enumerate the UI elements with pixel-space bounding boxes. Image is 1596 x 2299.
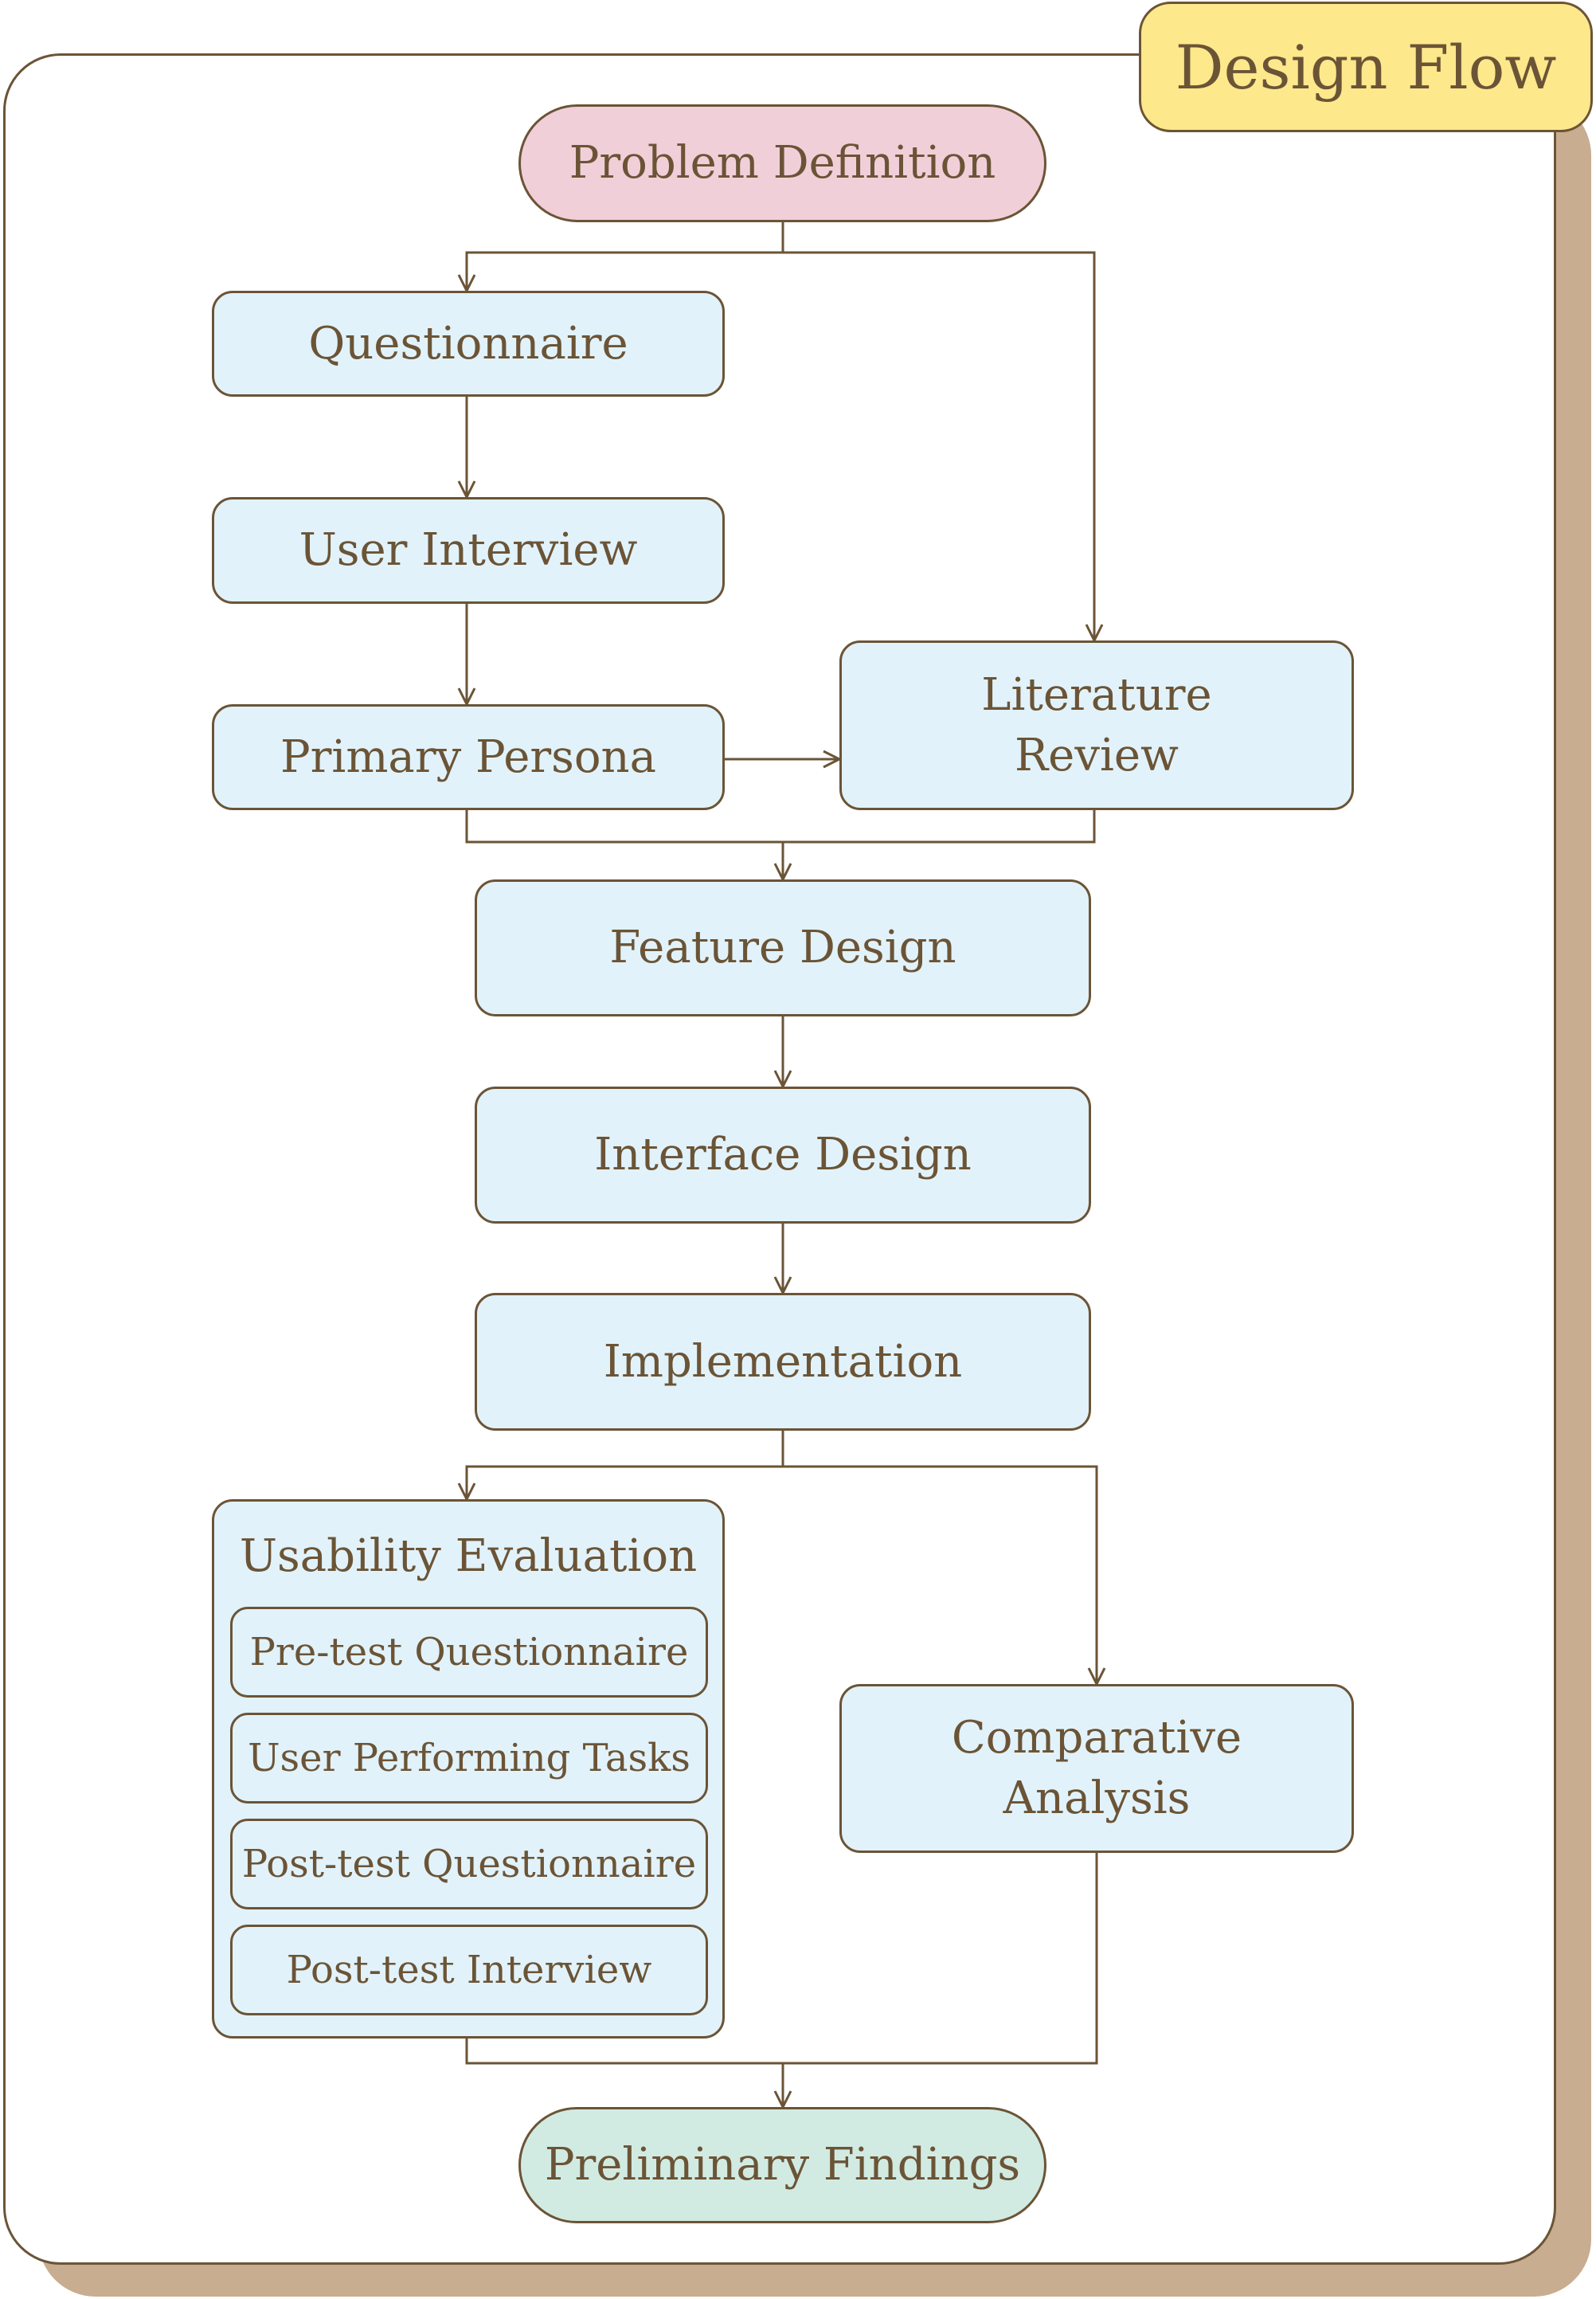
step-post-test-interview: Post-test Interview [230, 1925, 708, 2015]
step-post-test-questionnaire: Post-test Questionnaire [230, 1819, 708, 1909]
node-literature-review: Literature Review [839, 640, 1354, 810]
node-implementation: Implementation [475, 1293, 1091, 1431]
node-feature-design: Feature Design [475, 879, 1091, 1016]
node-comparative-analysis: Comparative Analysis [839, 1684, 1354, 1853]
edge-problem-to-questionnaire [467, 222, 784, 291]
node-user-interview: User Interview [212, 497, 725, 604]
diagram-title: Design Flow [1139, 2, 1593, 132]
edge-problem-to-literature [783, 251, 1094, 640]
edge-persona-to-feature [465, 810, 783, 879]
edge-implementation-to-usability [467, 1431, 784, 1499]
edge-implementation-to-comparative [783, 1465, 1097, 1684]
node-primary-persona: Primary Persona [212, 704, 725, 810]
node-questionnaire: Questionnaire [212, 291, 725, 397]
group-usability-evaluation: Usability Evaluation Pre-test Questionna… [212, 1499, 725, 2039]
step-pre-test-questionnaire: Pre-test Questionnaire [230, 1607, 708, 1698]
node-preliminary-findings: Preliminary Findings [518, 2107, 1046, 2223]
edge-literature-to-feature [783, 810, 1096, 844]
node-interface-design: Interface Design [475, 1087, 1091, 1224]
step-user-performing-tasks: User Performing Tasks [230, 1713, 708, 1804]
node-problem-definition: Problem Definition [518, 104, 1046, 222]
edge-comparative-to-findings [783, 1853, 1098, 2065]
usability-evaluation-title: Usability Evaluation [239, 1530, 698, 1582]
edge-usability-to-findings [465, 2039, 783, 2107]
